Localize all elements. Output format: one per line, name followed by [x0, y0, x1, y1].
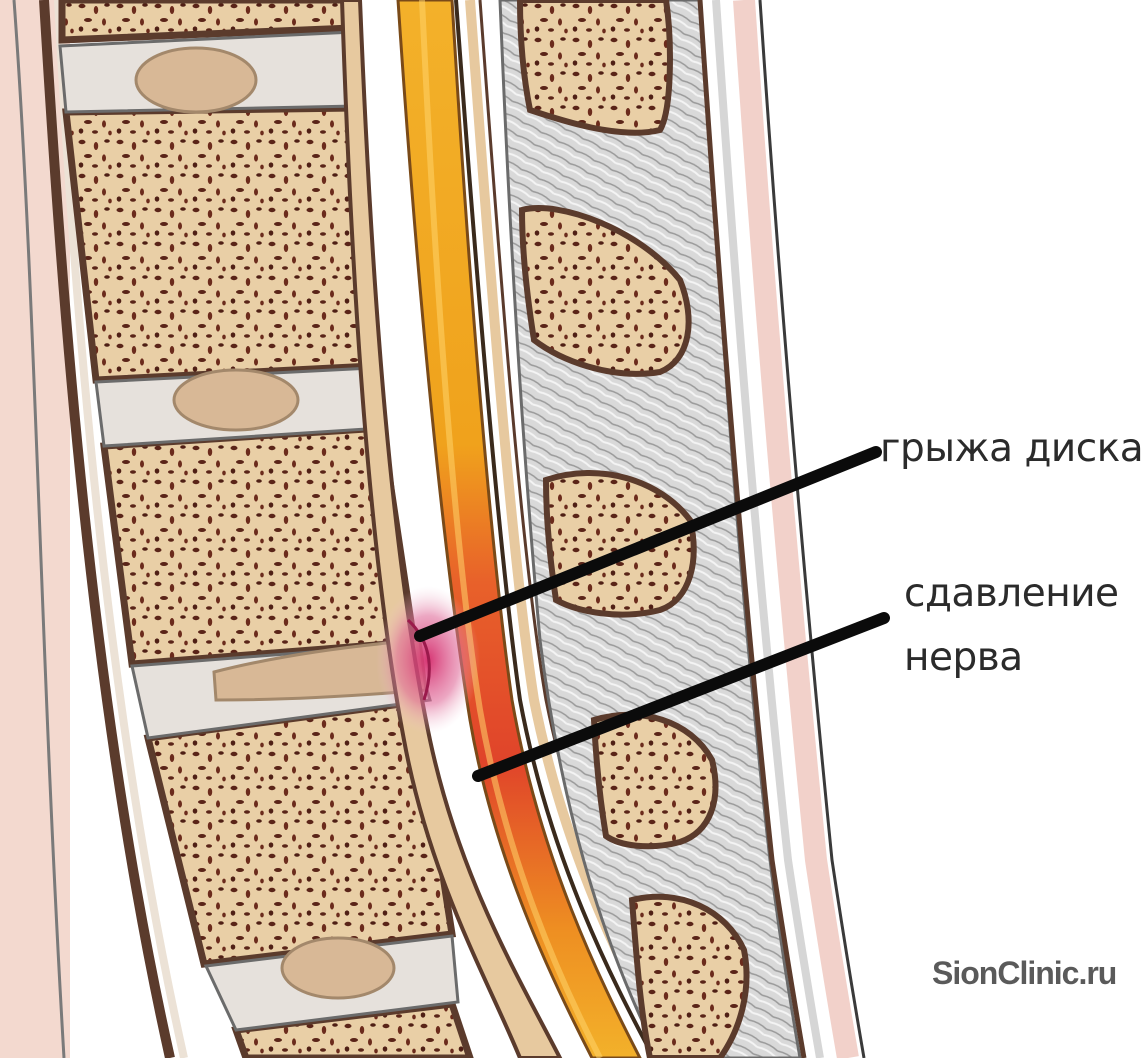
process-1 [520, 0, 670, 133]
label-nerve-compression-line1: сдавление [904, 562, 1119, 626]
label-nerve-compression-line2: нерва [904, 626, 1119, 690]
skin-region [0, 0, 70, 1058]
label-disc-hernia: грыжа диска [880, 426, 1142, 471]
label-nerve-compression: сдавление нерва [904, 562, 1119, 690]
vertebra-1 [66, 108, 372, 380]
watermark-text: SionClinic.ru [932, 955, 1116, 992]
